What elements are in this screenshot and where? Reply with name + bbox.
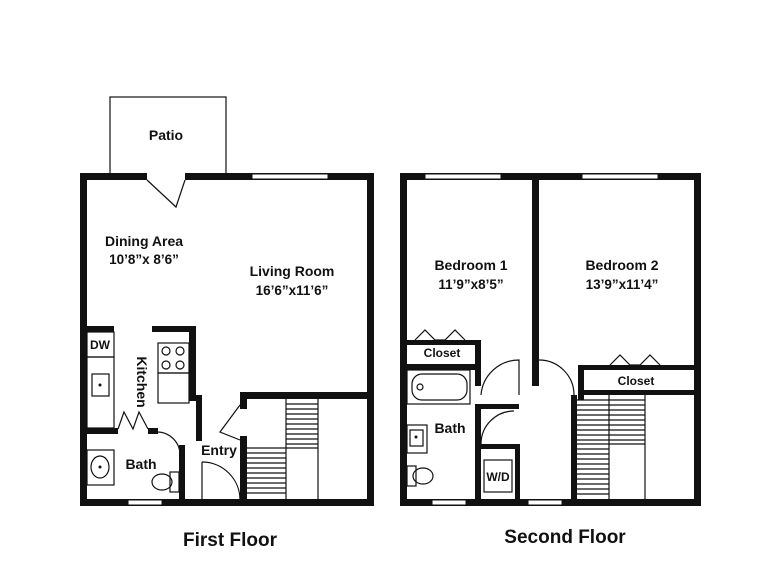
first-floor-plan: Patio Dining Area 10’8”x 8’6” Living Roo…	[80, 96, 374, 551]
first-floor-wall-left	[80, 173, 87, 506]
bedroom1-wall-bottom	[400, 364, 481, 370]
closet2-label: Closet	[618, 374, 655, 388]
patio-door-swing	[146, 179, 186, 209]
wd-closet-wall-right	[515, 444, 520, 500]
burner-3	[161, 360, 171, 370]
second-floor-wall-left	[400, 173, 407, 506]
stairs-first-floor	[247, 399, 319, 499]
upper-bath-sink-counter	[406, 424, 428, 454]
stair-wall-top	[240, 392, 374, 399]
stair-wall-left-lower	[240, 436, 247, 500]
living-room-label: Living Room	[250, 263, 335, 279]
first-floor-wall-bottom	[80, 499, 374, 506]
first-floor-title: First Floor	[183, 530, 278, 551]
toilet-bowl	[151, 473, 173, 491]
second-floor-title: Second Floor	[504, 527, 626, 548]
bath-window	[127, 499, 163, 506]
closet1-door	[414, 329, 466, 341]
first-floor-wall-top	[80, 173, 374, 180]
closet1-wall-top	[400, 340, 475, 345]
stair-wall-left	[240, 392, 247, 409]
closet1-label: Closet	[424, 346, 461, 360]
closet2-wall-left	[578, 365, 584, 400]
closet2-door	[609, 354, 661, 366]
entry-wall-vertical	[196, 395, 202, 441]
bedroom2-door-swing	[538, 359, 575, 396]
bath-door-swing	[156, 431, 181, 456]
wd-label: W/D	[486, 470, 510, 484]
living-room-size: 16’6”x11’6”	[256, 283, 329, 298]
kitchen-wall-bottom-right	[148, 428, 158, 434]
burner-4	[175, 360, 185, 370]
upper-bath-window	[431, 499, 467, 506]
washer-dryer	[483, 459, 513, 493]
tub	[406, 369, 471, 405]
bath-sink	[90, 455, 110, 479]
bedroom-divider-wall	[532, 173, 539, 386]
first-floor-wall-right	[367, 173, 374, 506]
bedroom2-window	[581, 173, 659, 180]
toilet-tank	[169, 471, 180, 493]
living-window	[251, 173, 329, 180]
patio-door-opening	[147, 172, 185, 181]
entry-label: Entry	[201, 442, 237, 458]
kitchen-wall-bottom	[80, 428, 118, 434]
bedroom2-label: Bedroom 2	[585, 257, 658, 273]
bath-counter	[86, 449, 115, 486]
stair-wall-upper	[571, 395, 577, 500]
wd-closet-wall	[481, 444, 519, 449]
bath-sink-drain	[98, 465, 102, 469]
upper-bath-wall-right	[475, 404, 481, 500]
closet-door-swing	[219, 404, 241, 441]
front-door-swing	[201, 461, 241, 501]
first-floor-bath-label: Bath	[125, 456, 156, 472]
second-floor-plan: Bedroom 1 11’9”x8’5” Bedroom 2 13’9”x11’…	[400, 173, 701, 548]
kitchen-counter-left	[86, 356, 115, 429]
burner-1	[161, 346, 171, 356]
closet2-wall-top	[578, 365, 701, 370]
bath-wall-right	[179, 445, 185, 500]
closet1-wall-right	[475, 340, 481, 386]
burner-2	[175, 346, 185, 356]
upper-bath-sink	[409, 429, 424, 447]
second-floor-bath-label: Bath	[434, 420, 465, 436]
dishwasher-label: DW	[90, 338, 111, 352]
upper-toilet-tank	[406, 465, 417, 487]
kitchen-wall-top-right	[152, 326, 196, 332]
bedroom2-size: 13’9”x11’4”	[586, 277, 659, 292]
tub-inner	[411, 373, 468, 401]
patio-label: Patio	[149, 127, 183, 143]
hall-window	[527, 499, 563, 506]
bedroom1-window	[424, 173, 502, 180]
kitchen-counter-right	[157, 372, 190, 404]
kitchen-label: Kitchen	[134, 356, 150, 407]
upper-bath-sink-drain	[414, 435, 418, 439]
second-floor-wall-right	[694, 173, 701, 506]
kitchen-sink	[91, 373, 110, 397]
patio-outline	[109, 96, 227, 175]
bedroom1-door-swing	[480, 359, 520, 396]
second-floor-wall-top	[400, 173, 701, 180]
stove	[157, 342, 190, 374]
upper-bath-wall-top	[475, 404, 519, 409]
tub-drain	[416, 383, 424, 391]
closet2-wall-bottom	[578, 390, 701, 395]
bedroom1-size: 11’9”x8’5”	[438, 277, 503, 292]
sink-drain	[98, 383, 102, 387]
kitchen-wall-top-left	[80, 326, 114, 332]
kitchen-wall-right	[189, 326, 196, 401]
dining-area-size: 10’8”x 8’6”	[109, 252, 179, 267]
bedroom1-label: Bedroom 1	[434, 257, 507, 273]
wd-door-swing	[480, 410, 515, 445]
stairs-second-floor	[577, 395, 646, 499]
upper-toilet-bowl	[412, 467, 434, 485]
pantry-door-swing	[117, 410, 149, 431]
dining-area-label: Dining Area	[105, 233, 183, 249]
